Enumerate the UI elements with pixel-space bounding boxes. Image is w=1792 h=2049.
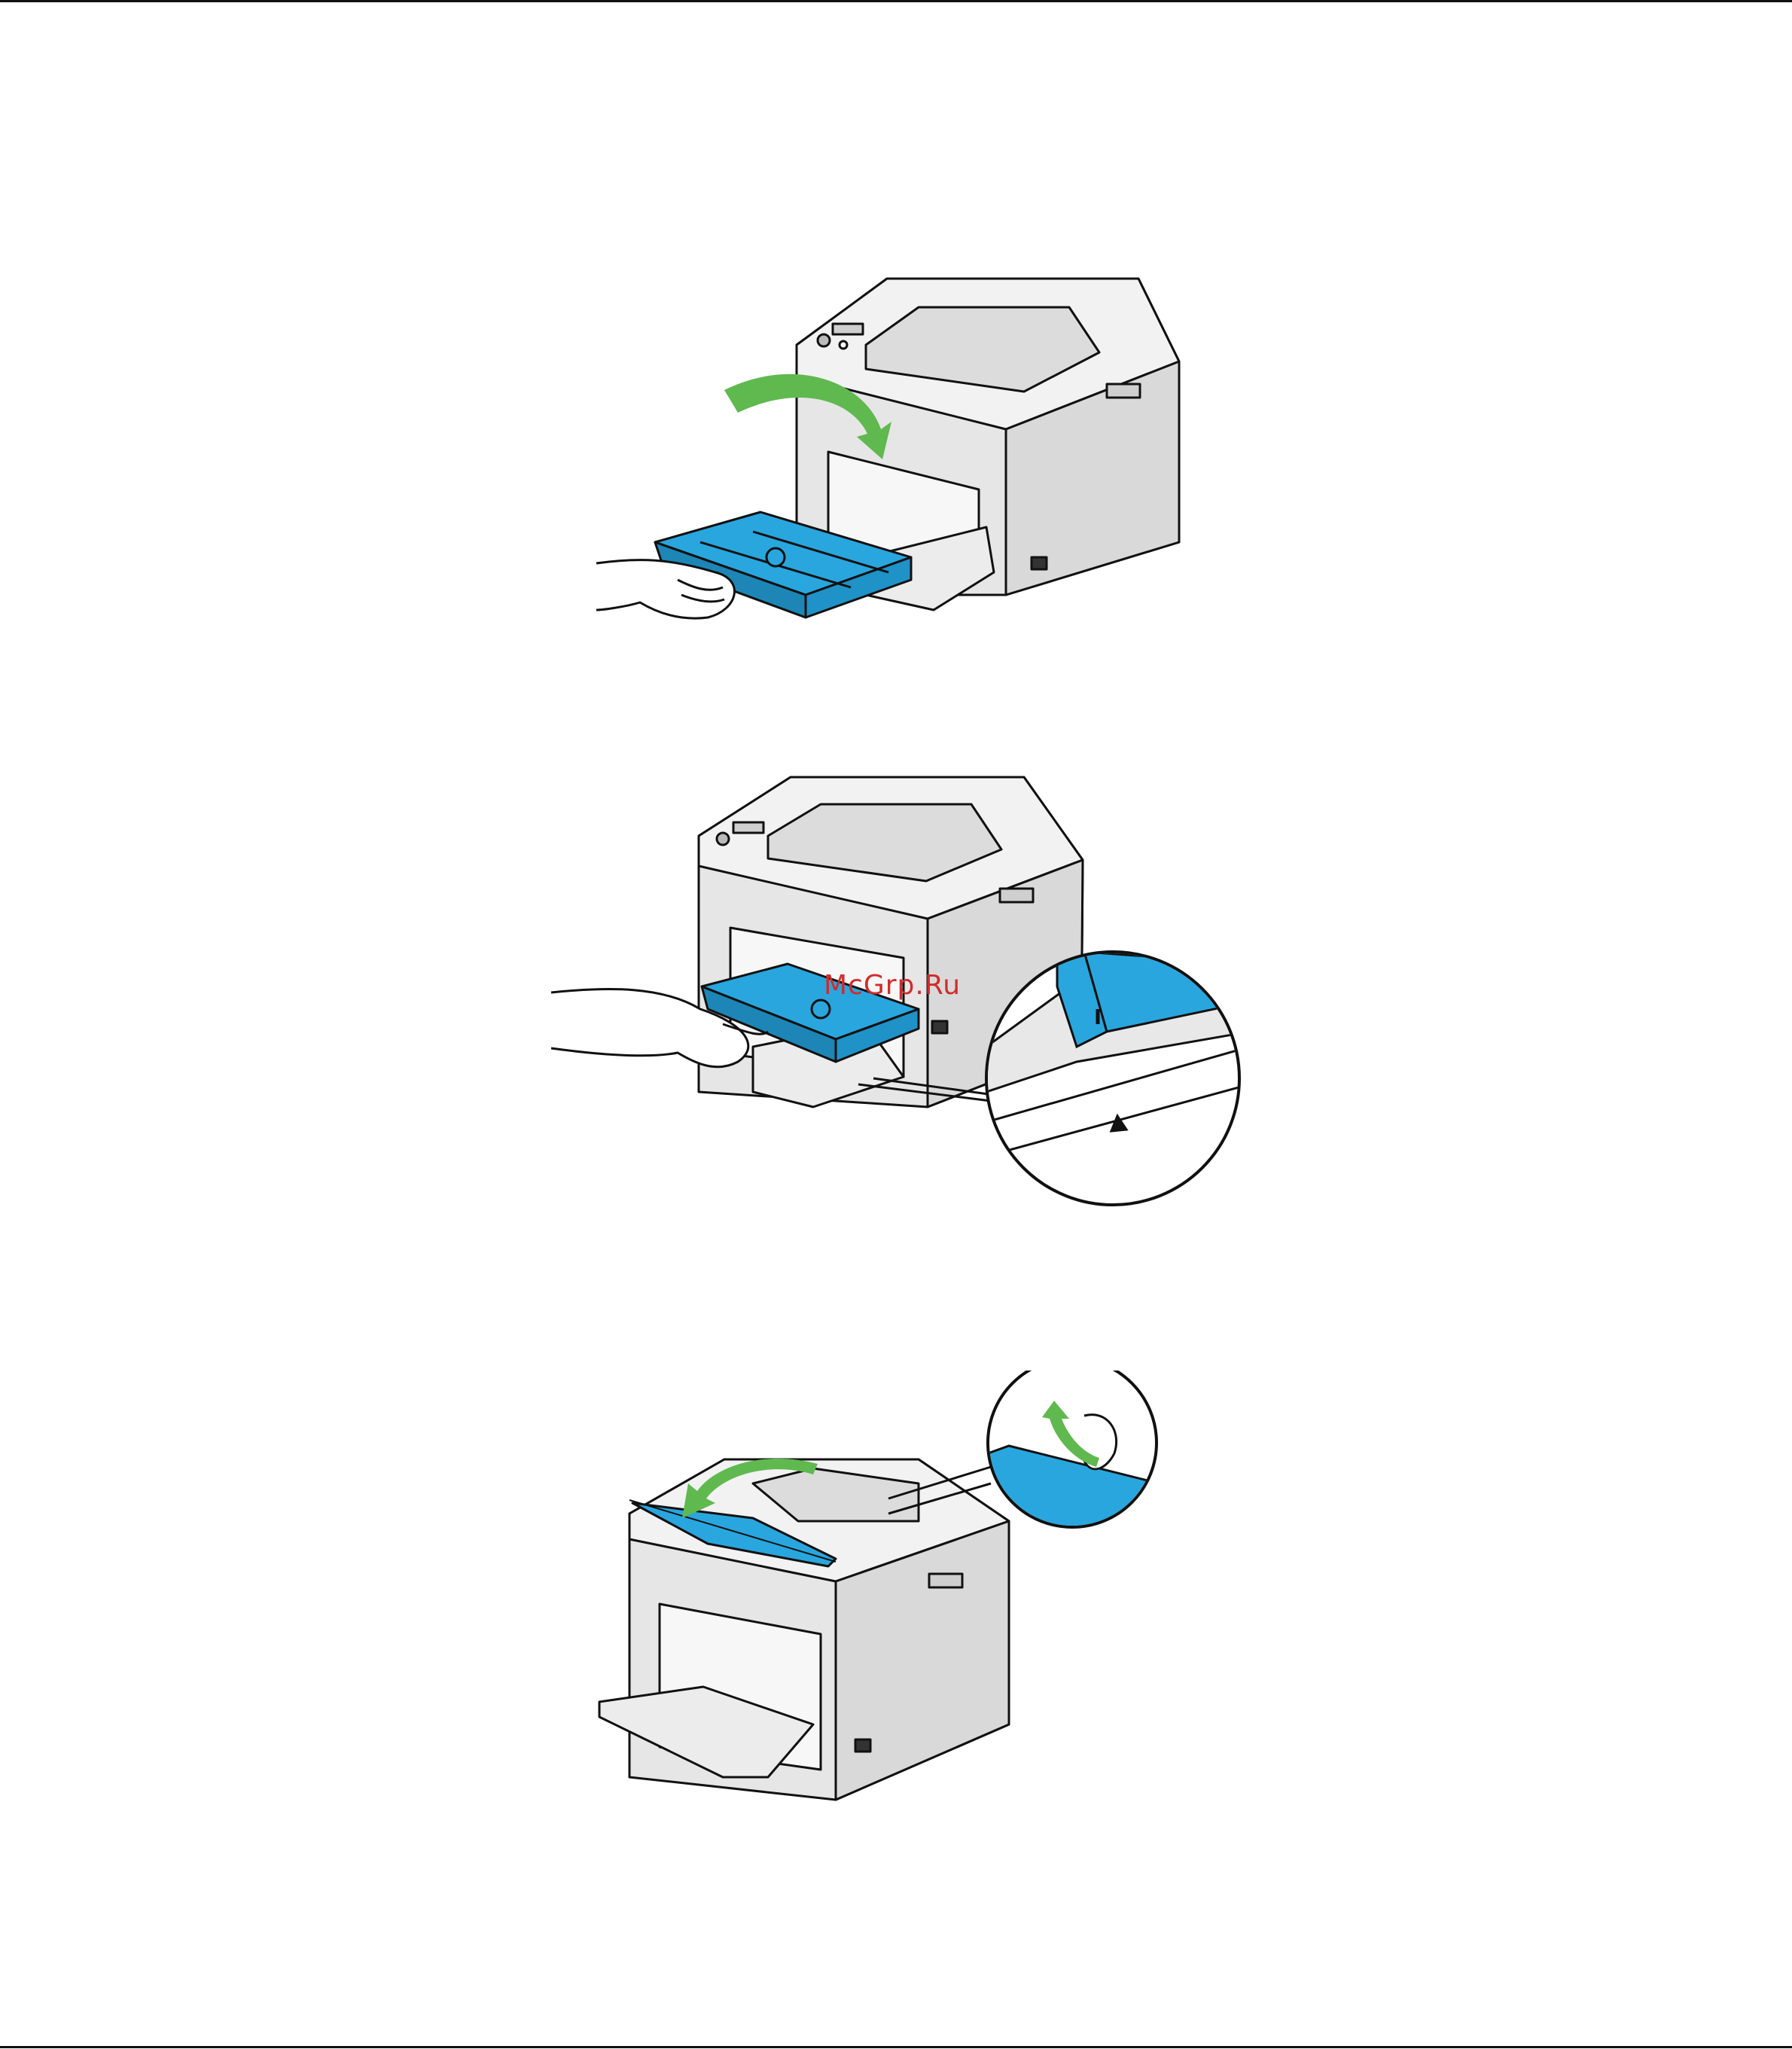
top-border-rule [0, 0, 1792, 2]
printer-close-top-cover-illustration [0, 1371, 1792, 1822]
printer-install-output-tray-illustration [0, 256, 1792, 678]
watermark: McGrp.Ru [824, 970, 961, 1001]
figure-2-extend-tray: McGrp.Ru [0, 761, 1792, 1227]
bottom-border-rule [0, 2046, 1792, 2048]
figure-1-attach-output-tray [0, 256, 1792, 678]
figure-3-close-top-cover [0, 1371, 1792, 1822]
